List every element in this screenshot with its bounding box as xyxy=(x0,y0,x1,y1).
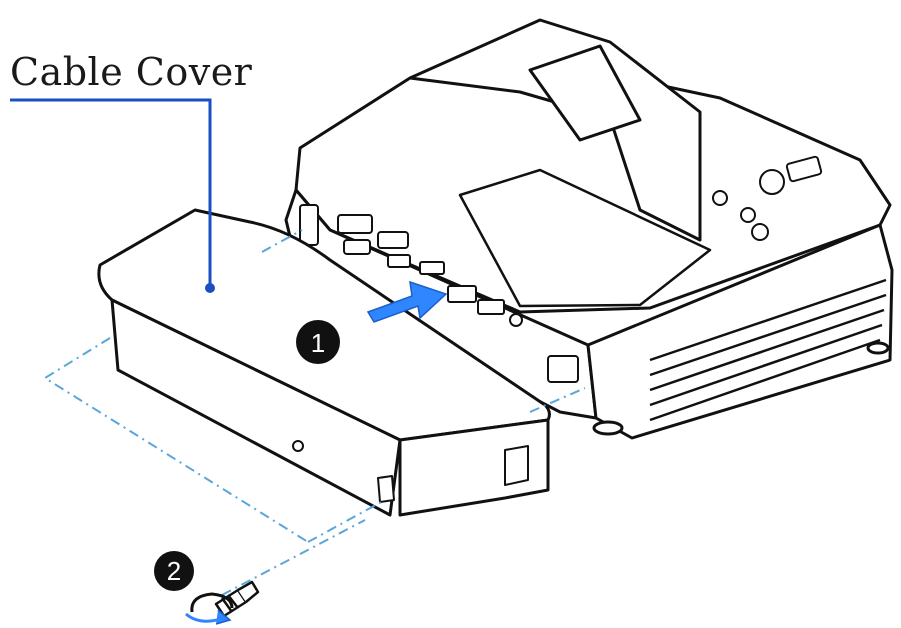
port xyxy=(299,204,319,246)
alignment-guides xyxy=(43,229,586,596)
screw-hole xyxy=(292,440,304,452)
lens-window xyxy=(528,44,642,142)
step-2-badge: 2 xyxy=(154,551,194,591)
keypad-button xyxy=(740,207,756,223)
rotate-arrow-icon xyxy=(185,592,234,625)
top-panel xyxy=(458,168,712,308)
status-display xyxy=(785,155,823,183)
port xyxy=(477,299,505,315)
projector-foot xyxy=(866,341,890,355)
port xyxy=(387,254,411,268)
cable-cover-end xyxy=(398,418,550,517)
keypad-button xyxy=(712,190,728,206)
insert-arrow-icon xyxy=(366,280,448,323)
cable-cover-label: Cable Cover xyxy=(10,50,253,94)
io-ports xyxy=(299,204,579,383)
step-2-number: 2 xyxy=(167,556,181,586)
callout-leader xyxy=(10,98,215,293)
vent-grille xyxy=(649,278,887,422)
port xyxy=(447,285,477,303)
keypad-button xyxy=(759,169,785,195)
port xyxy=(343,239,371,255)
port xyxy=(337,214,373,234)
projector-foot xyxy=(592,420,624,436)
lens-housing xyxy=(408,18,702,242)
port xyxy=(509,313,523,327)
keypad-button xyxy=(751,223,769,241)
power-socket xyxy=(547,355,579,383)
port xyxy=(377,231,409,249)
step-1-number: 1 xyxy=(311,328,325,358)
step-1-badge: 1 xyxy=(296,320,340,364)
cable-cover-notch xyxy=(504,445,529,486)
projector xyxy=(284,18,894,440)
cable-cover-tab xyxy=(377,475,395,503)
port xyxy=(419,261,445,275)
